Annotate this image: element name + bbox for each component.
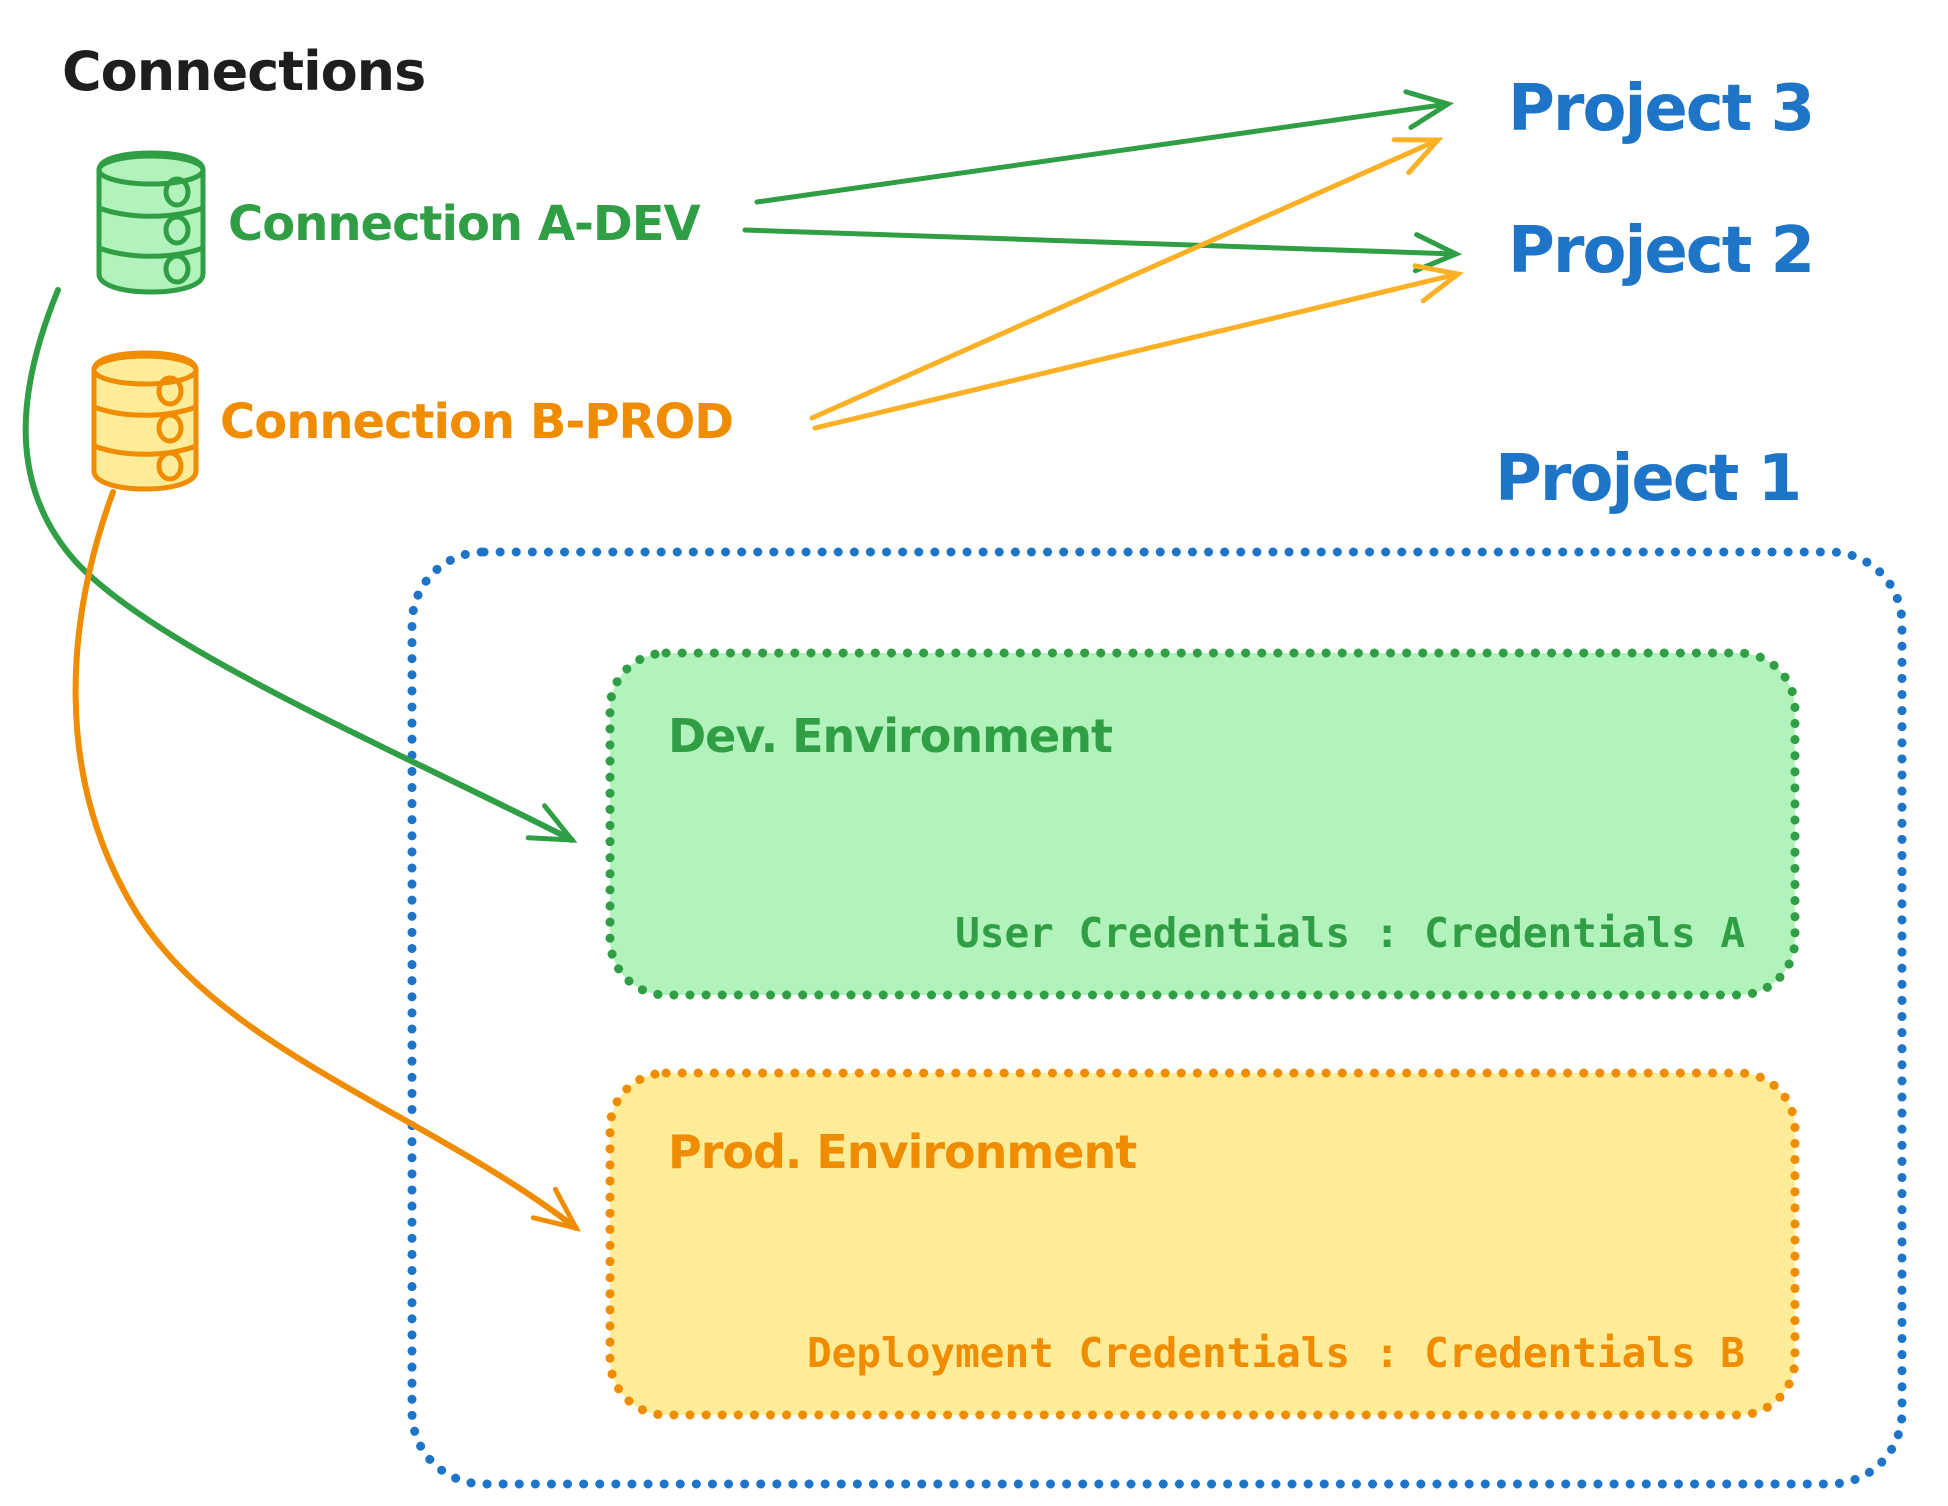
arrow-b-prod-to-project-3	[809, 137, 1444, 421]
arrow-b-prod-to-project-2	[812, 263, 1464, 431]
connection-a-dev-label: Connection A-DEV	[228, 196, 701, 252]
prod-environment-box	[605, 1068, 1800, 1420]
arrow-a-dev-to-project-2	[742, 227, 1463, 274]
prod-credentials-text: Deployment Credentials : Credentials B	[807, 1329, 1745, 1377]
project-3-label: Project 3	[1508, 72, 1813, 146]
a-dev-database-icon	[96, 150, 206, 295]
project-2-label: Project 2	[1508, 214, 1813, 288]
prod-environment-title: Prod. Environment	[668, 1125, 1136, 1179]
dev-environment-box	[605, 648, 1800, 1000]
arrow-a-dev-to-project-3	[754, 89, 1455, 205]
dev-environment-title: Dev. Environment	[668, 709, 1112, 763]
b-prod-database-icon	[91, 350, 199, 492]
arrow-a-dev-to-dev-environment	[22, 287, 578, 843]
project-1-label: Project 1	[1495, 442, 1800, 516]
diagram-title: Connections	[62, 40, 425, 103]
dev-credentials-text: User Credentials : Credentials A	[955, 909, 1745, 957]
connection-b-prod-label: Connection B-PROD	[220, 394, 733, 450]
project-1-box	[407, 547, 1907, 1489]
arrow-b-prod-to-prod-environment	[72, 489, 581, 1232]
